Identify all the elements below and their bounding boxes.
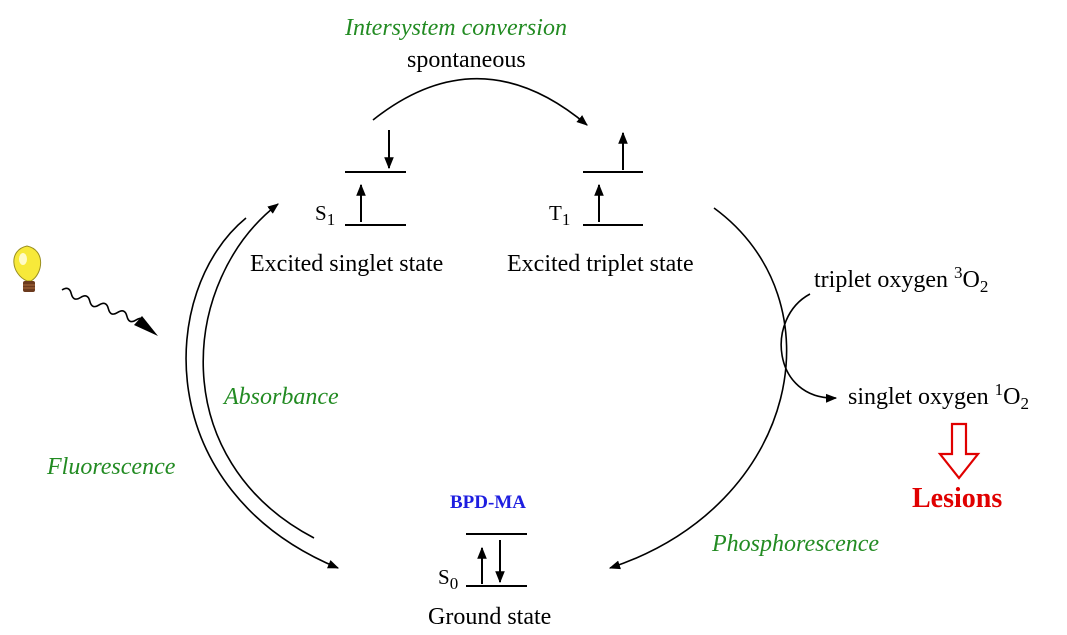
absorbance-arrow [202, 203, 315, 539]
oxygen-conversion-arrow [780, 293, 838, 403]
ground-state-label: Ground state [428, 604, 552, 630]
s0-symbol: S [438, 565, 450, 589]
excited-singlet-label: Excited singlet state [250, 251, 444, 277]
singlet-oxygen-text: singlet oxygen [848, 384, 995, 410]
s0-index: 0 [449, 574, 459, 593]
s1-levels [345, 130, 406, 226]
t1-levels [583, 131, 643, 226]
triplet-oxygen-text: triplet oxygen [814, 267, 954, 293]
triplet-oxygen-sub: 2 [979, 277, 989, 296]
triplet-oxygen-sup: 3 [953, 263, 963, 282]
intersystem-conversion-arrow [372, 77, 588, 126]
excited-triplet-label: Excited triplet state [507, 251, 694, 277]
t1-symbol: T [549, 201, 562, 225]
light-bulb-icon [13, 245, 42, 292]
s1-symbol: S [315, 201, 327, 225]
s0-label: S0 [438, 565, 458, 593]
singlet-oxygen-o: O [1003, 384, 1021, 410]
s1-index: 1 [326, 210, 336, 229]
s0-levels [466, 533, 527, 587]
singlet-oxygen-sup: 1 [994, 380, 1004, 399]
lesions-label: Lesions [912, 483, 1003, 514]
wavy-light-arrow-icon [61, 287, 158, 336]
compound-label: BPD-MA [450, 492, 526, 513]
triplet-oxygen-o: O [962, 267, 980, 293]
absorbance-label: Absorbance [224, 384, 339, 410]
triplet-oxygen-label: triplet oxygen 3O2 [814, 264, 988, 295]
t1-label: T1 [549, 201, 570, 229]
singlet-oxygen-sub: 2 [1020, 394, 1030, 413]
phosphorescence-label: Phosphorescence [712, 531, 880, 557]
t1-index: 1 [561, 210, 571, 229]
fluorescence-arrow [185, 217, 340, 569]
fluorescence-label: Fluorescence [47, 454, 176, 480]
intersystem-label: Intersystem conversion [345, 15, 567, 41]
hollow-down-arrow-icon [937, 422, 981, 480]
s1-label: S1 [315, 201, 335, 229]
singlet-oxygen-label: singlet oxygen 1O2 [848, 381, 1029, 412]
phosphorescence-arrow [608, 207, 788, 570]
spontaneous-label: spontaneous [407, 47, 526, 73]
